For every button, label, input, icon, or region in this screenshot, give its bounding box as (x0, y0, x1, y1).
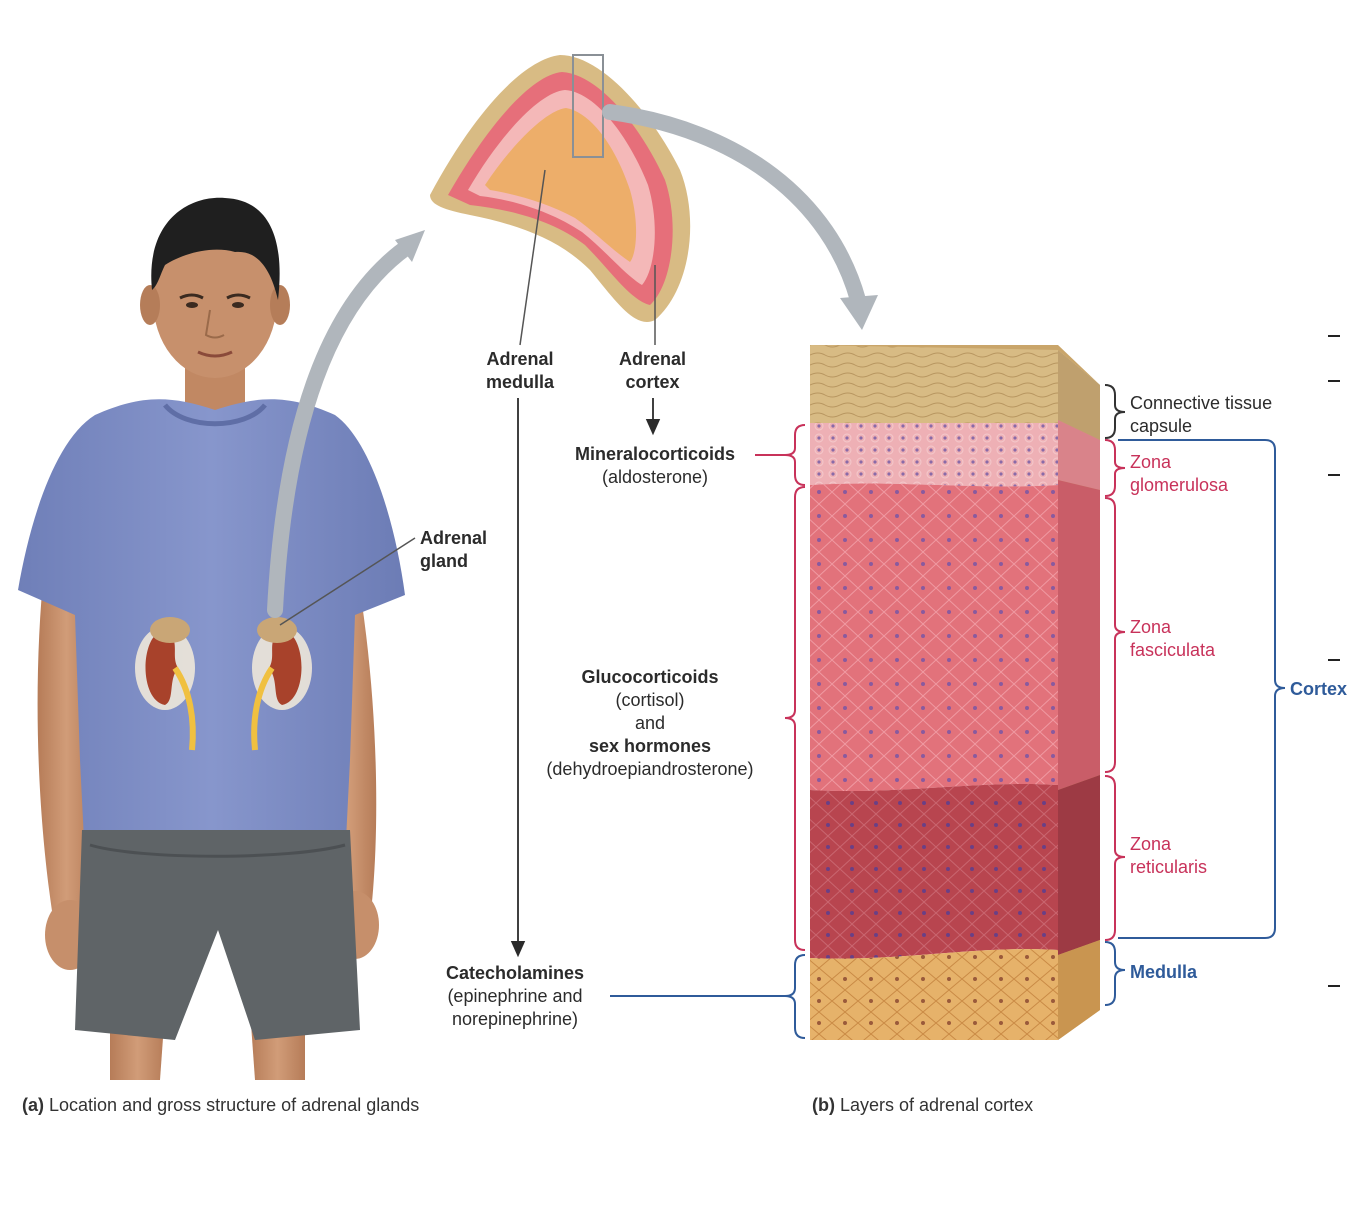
tissue-block (810, 345, 1100, 1040)
mineralocorticoids-label: Mineralocorticoids (aldosterone) (550, 443, 760, 489)
catecholamines-label: Catecholamines (epinephrine and norepine… (425, 962, 605, 1031)
glucocorticoids-label: Glucocorticoids (cortisol) and sex hormo… (520, 666, 780, 781)
zona-glomerulosa-label: Zona glomerulosa (1130, 451, 1228, 497)
adrenal-medulla-line2: medulla (485, 372, 555, 392)
zona-fasciculata-label: Zona fasciculata (1130, 616, 1215, 662)
adrenal-cortex-line1: Adrenal (618, 349, 687, 369)
adrenal-cortex-line2: cortex (625, 372, 680, 392)
dhea-text: (dehydroepiandrosterone) (546, 759, 754, 779)
adrenal-gland-label: Adrenal gland (420, 527, 487, 573)
zr-line2: reticularis (1130, 857, 1208, 877)
capsule-line2: capsule (1130, 416, 1193, 436)
braces (610, 384, 1286, 1039)
and-text: and (634, 713, 666, 733)
adrenal-medulla-label: Adrenal medulla (470, 348, 570, 394)
capsule-line1: Connective tissue (1130, 393, 1273, 413)
norepinephrine-text: norepinephrine) (451, 1009, 579, 1029)
arrow-gland-to-section (267, 237, 418, 618)
caption-b: (b) Layers of adrenal cortex (812, 1094, 1033, 1117)
zg-line2: glomerulosa (1130, 475, 1229, 495)
caption-a-text: Location and gross structure of adrenal … (49, 1095, 420, 1115)
edge-marks (1328, 335, 1340, 987)
sex-hormones-title: sex hormones (588, 736, 712, 756)
kidney-left (135, 617, 196, 751)
aldosterone-text: (aldosterone) (601, 467, 709, 487)
adrenal-gland-leader (279, 537, 416, 626)
zona-reticularis-label: Zona reticularis (1130, 833, 1207, 879)
capsule-label: Connective tissue capsule (1130, 392, 1272, 438)
cortisol-text: (cortisol) (615, 690, 685, 710)
caption-a: (a) Location and gross structure of adre… (22, 1094, 419, 1117)
zg-line1: Zona (1130, 452, 1172, 472)
adrenal-cortex-label: Adrenal cortex (605, 348, 700, 394)
epinephrine-text: (epinephrine and (447, 986, 583, 1006)
adrenal-medulla-line1: Adrenal (486, 349, 554, 369)
zf-line2: fasciculata (1130, 640, 1216, 660)
adrenal-gland-line2: gland (420, 551, 468, 571)
zr-line1: Zona (1130, 834, 1172, 854)
cortex-label: Cortex (1290, 679, 1348, 699)
catecholamines-title: Catecholamines (445, 963, 585, 983)
adrenal-cross-section (430, 54, 691, 322)
caption-b-text: Layers of adrenal cortex (840, 1095, 1034, 1115)
caption-a-letter: (a) (22, 1095, 44, 1115)
medulla-label: Medulla (1130, 962, 1198, 982)
glucocorticoids-title: Glucocorticoids (581, 667, 719, 687)
zf-line1: Zona (1130, 617, 1172, 637)
arrow-section-to-block (602, 104, 866, 308)
mineralocorticoids-title: Mineralocorticoids (574, 444, 736, 464)
kidney-right (251, 617, 312, 751)
caption-b-letter: (b) (812, 1095, 835, 1115)
adrenal-gland-line1: Adrenal (420, 528, 488, 548)
person-illustration (18, 197, 405, 1080)
